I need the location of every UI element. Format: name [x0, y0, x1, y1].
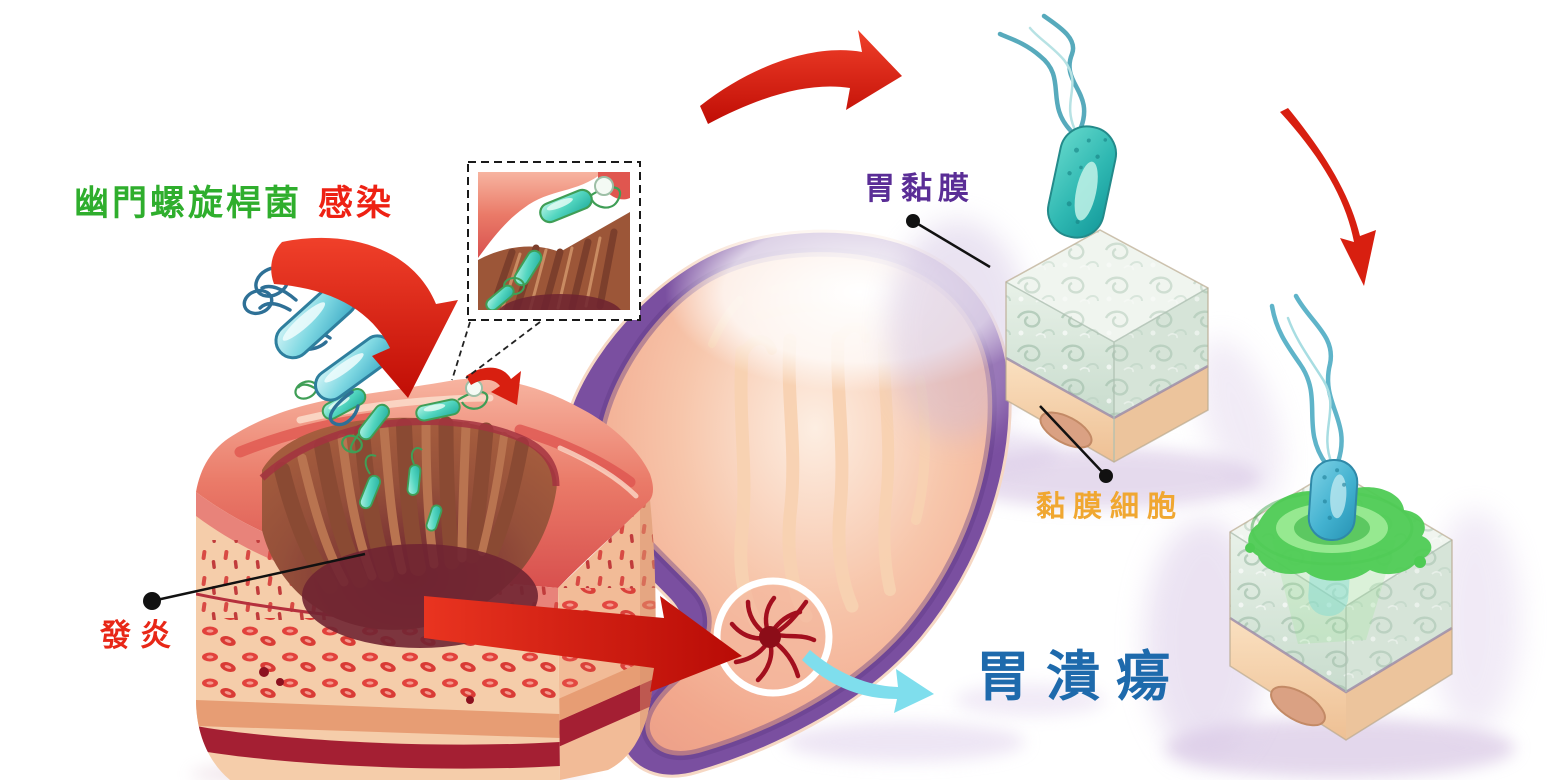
invasion-cube-illustration [1229, 293, 1453, 741]
to-mucosa-arrow-icon [700, 30, 902, 124]
ambient-shadows [785, 338, 1520, 778]
cell-nucleus [1270, 685, 1326, 727]
hpylori-bacterium-icon [1307, 458, 1359, 542]
hpylori-bacterium-icon [357, 403, 391, 441]
spread-arrow-small-icon [466, 367, 521, 405]
result-arrow-icon [802, 650, 934, 713]
hpylori-bacterium-icon [314, 334, 394, 402]
tissue-block-illustration [190, 378, 656, 780]
hpylori-bacterium-icon [425, 504, 443, 532]
mucosal-cells-label: 黏膜細胞 [1036, 491, 1185, 523]
to-invasion-arrow-icon [1280, 108, 1376, 286]
hpylori-bacterium-icon [1046, 125, 1118, 239]
title-label: 幽門螺旋桿菌感染 [74, 186, 394, 221]
ulcer-highlight-circle [713, 577, 833, 697]
crater-bacteria-group [358, 446, 443, 532]
mucosa-cube-illustration [997, 13, 1209, 463]
hpylori-bacterium-icon [358, 474, 382, 510]
infection-label: 感染 [318, 184, 395, 223]
pathogen-name-label: 幽門螺旋桿菌 [74, 184, 303, 223]
hpylori-bacterium-icon [415, 398, 461, 422]
inflammation-label: 發炎 [100, 618, 180, 653]
pointer-lines [143, 214, 1113, 610]
flagella [997, 13, 1087, 135]
crater-rim [259, 418, 560, 487]
gastric-ulcer-label: 胃潰瘍 [976, 647, 1186, 707]
tissue-top-accents [234, 394, 639, 499]
zoom-inset-box [451, 161, 641, 381]
infection-arrow-icon [271, 237, 458, 398]
fundus-lavender-tint [888, 220, 1028, 440]
flagella [1269, 293, 1344, 467]
ulcer-icon [729, 595, 817, 683]
zoom-inset-content [478, 172, 630, 310]
ulcer-arrow-icon [424, 596, 742, 692]
gastric-mucosa-label: 胃黏膜 [864, 171, 975, 206]
stomach-illustration [561, 192, 1055, 778]
hpylori-bacterium-icon [406, 464, 422, 496]
